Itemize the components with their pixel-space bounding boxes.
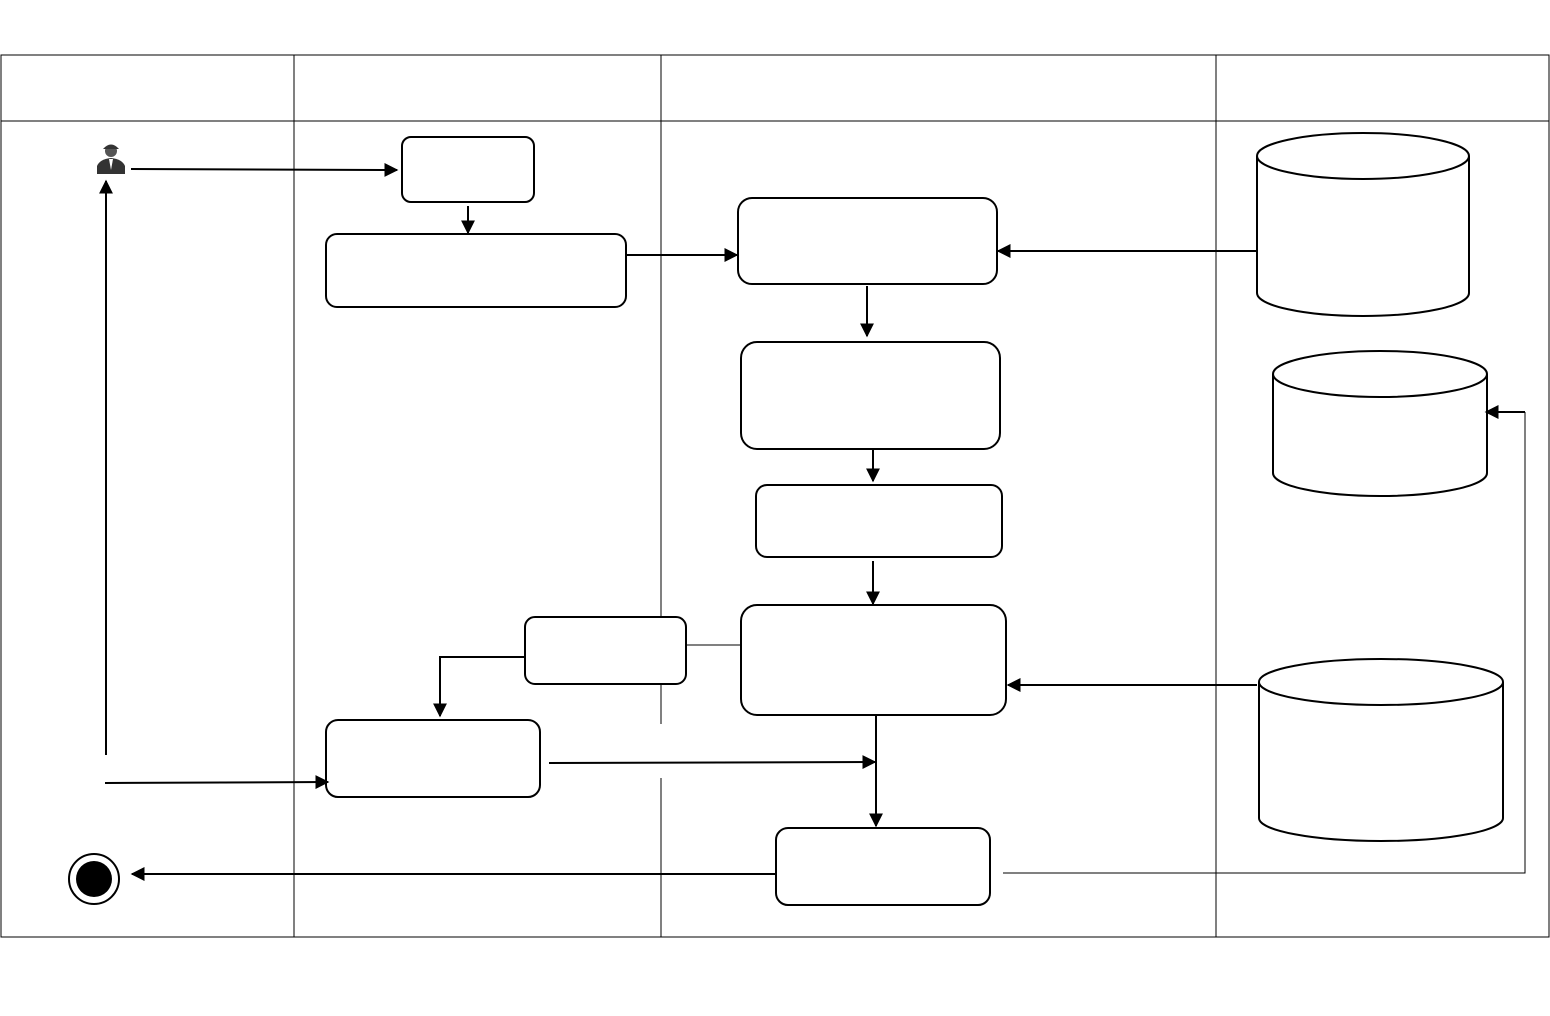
- flow-actor-to-act8: [104, 775, 330, 790]
- flow-actor-to-act1: [130, 162, 399, 177]
- datastore-cylinder-1: [1256, 132, 1470, 317]
- swimlane-frame: [0, 54, 1550, 938]
- datastore-cylinder-3: [1258, 658, 1504, 842]
- activity-box-6: [740, 604, 1007, 716]
- datastore-cylinder-2: [1272, 350, 1488, 497]
- flow-act7-to-act8: [433, 656, 524, 718]
- activity-box-4: [740, 341, 1001, 450]
- activity-box-5: [755, 484, 1003, 558]
- user-icon: [97, 144, 125, 174]
- activity-box-7: [524, 616, 687, 685]
- flow-act8-to-merge: [548, 755, 877, 770]
- activity-box-3: [737, 197, 998, 285]
- link-act9-to-db2: [1003, 412, 1526, 874]
- activity-box-1: [401, 136, 535, 203]
- final-node-icon: [68, 853, 120, 905]
- activity-box-8: [325, 719, 541, 798]
- activity-box-2: [325, 233, 627, 308]
- swimlane-border: [0, 54, 1550, 938]
- activity-box-9: [775, 827, 991, 906]
